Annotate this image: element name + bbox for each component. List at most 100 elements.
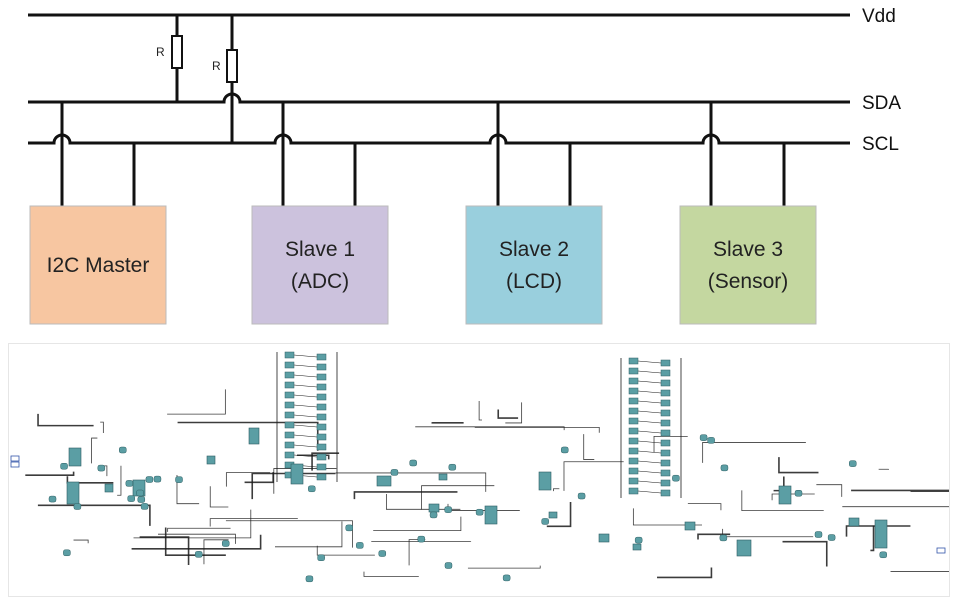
slave-3-subtitle: (Sensor) [708, 270, 789, 293]
schematic-wire [702, 442, 806, 463]
slave-1-title: Slave 1 [285, 238, 355, 261]
schematic-wire [637, 420, 662, 424]
schematic-gate [378, 550, 387, 557]
schematic-gate [634, 536, 643, 544]
schematic-gate [125, 480, 134, 487]
schematic-wire [131, 534, 262, 550]
schematic-gate [794, 490, 803, 497]
schematic-wire [637, 480, 662, 484]
schematic-gate [316, 363, 327, 371]
schematic-wire [697, 533, 731, 540]
schematic-gate [316, 383, 327, 391]
schematic-block [548, 511, 558, 519]
schematic-gate [444, 562, 453, 569]
schematic-gate [672, 474, 680, 482]
schematic-gate [628, 367, 639, 375]
schematic-gate [305, 575, 314, 583]
schematic-wire [421, 485, 495, 510]
schematic-gate [660, 479, 671, 487]
schematic-wire [176, 475, 200, 505]
schematic-gate [316, 443, 327, 451]
schematic-wire [273, 468, 337, 494]
schematic-wire [474, 426, 600, 433]
schematic-gate [660, 469, 671, 477]
schematic-gate [317, 554, 325, 561]
schematic-wire [293, 444, 318, 448]
schematic-wire [637, 460, 662, 464]
schematic-wire [363, 571, 419, 577]
schematic-gate [628, 457, 639, 465]
schematic-gate [284, 441, 295, 449]
schematic-gate [284, 411, 295, 419]
schematic-wire [657, 567, 713, 579]
schematic-wire [553, 488, 560, 492]
schematic-gate [140, 503, 149, 510]
schematic-gate [316, 453, 327, 461]
schematic-gate [417, 535, 426, 543]
schematic-gate [194, 551, 203, 558]
schematic-gate [221, 540, 230, 547]
schematic-block [484, 505, 498, 525]
schematic-gate [444, 506, 452, 513]
schematic-block [68, 447, 82, 467]
schematic-gate [316, 403, 327, 411]
schematic-gate [175, 476, 183, 483]
schematic-gate [660, 419, 671, 427]
schematic-wire [890, 571, 949, 572]
schematic-gate [356, 542, 364, 549]
schematic-wire [158, 533, 236, 544]
schematic-gate [448, 463, 457, 471]
slave-1-box: Slave 1 (ADC) [251, 205, 389, 325]
schematic-gate [127, 495, 135, 502]
schematic-gate [284, 431, 295, 439]
schematic-gate [284, 371, 295, 379]
resistor-1 [171, 35, 183, 69]
schematic-wire [771, 493, 815, 501]
schematic-gate [879, 551, 887, 559]
schematic-wire [225, 520, 353, 548]
schematic-gate [316, 413, 327, 421]
schematic-block [736, 539, 752, 557]
schematic-wire [687, 503, 722, 511]
schematic-gate [97, 464, 106, 472]
slave-3-title: Slave 3 [713, 238, 783, 261]
schematic-wire [845, 525, 911, 537]
schematic-block [778, 485, 792, 505]
schematic-wire [478, 401, 482, 421]
schematic-gate [719, 534, 728, 542]
schematic-gate [60, 463, 68, 470]
schematic-wire [353, 491, 458, 500]
schematic-block [206, 455, 216, 465]
schematic-wire [167, 389, 226, 415]
schematic-wire [778, 457, 819, 474]
schematic-wire [91, 437, 98, 464]
schematic-gate [849, 460, 857, 467]
sda-line [28, 92, 850, 104]
schematic-wire [100, 421, 104, 433]
schematic-wire [632, 508, 703, 526]
schematic-gate [284, 361, 295, 369]
schematic-gate [577, 492, 586, 500]
schematic-wire [139, 536, 190, 565]
schematic-wire [177, 421, 319, 451]
schematic-gate [660, 379, 671, 387]
schematic-wire [842, 506, 949, 508]
slave-2-subtitle: (LCD) [506, 270, 562, 293]
schematic-wire [274, 521, 343, 548]
schematic-wire [816, 484, 843, 497]
slave-2-box: Slave 2 (LCD) [465, 205, 603, 325]
schematic-wire [637, 380, 662, 384]
schematic-gate [409, 459, 417, 467]
schematic-wire [203, 539, 229, 565]
schematic-gate [660, 439, 671, 447]
schematic-gate [660, 359, 671, 367]
schematic-gate [660, 409, 671, 417]
schematic-gate [48, 495, 57, 503]
schematic-wire [637, 410, 662, 414]
schematic-block [538, 471, 552, 491]
schematic-gate [502, 574, 511, 582]
schematic-gate [284, 401, 295, 409]
schematic-gate [660, 399, 671, 407]
schematic-wire [637, 390, 662, 394]
schematic-gate [316, 463, 327, 471]
